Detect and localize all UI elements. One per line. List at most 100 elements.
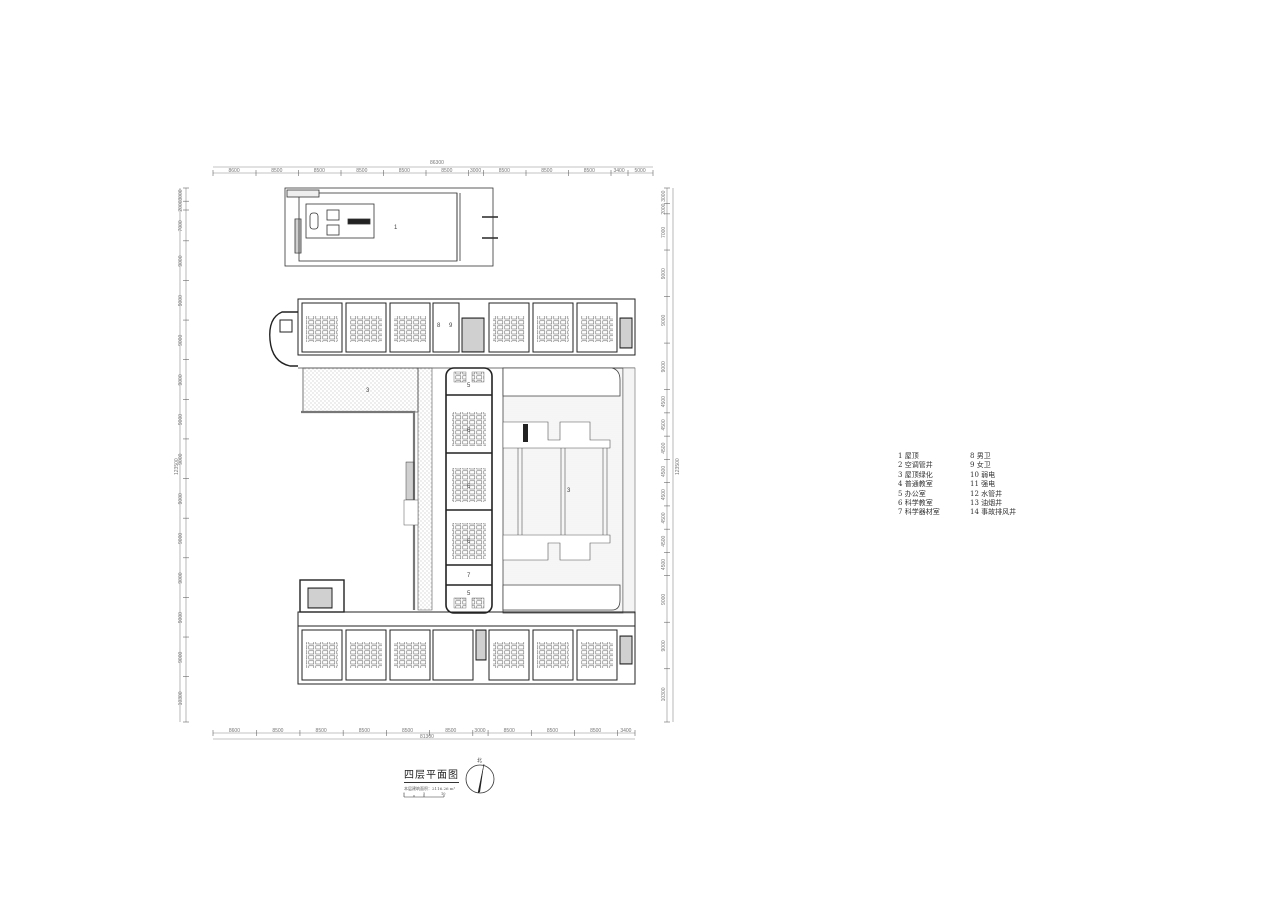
dimension-right-total: 123500 xyxy=(675,458,681,475)
equipment-room-label: 7 xyxy=(467,573,471,579)
north-wing xyxy=(269,298,636,369)
science-spine xyxy=(445,367,493,614)
dimension-segment: 9000 xyxy=(661,640,667,651)
floor-area-note: 本层建筑面积：2116.26 m² xyxy=(404,786,456,791)
dimension-segment: 4500 xyxy=(661,559,667,570)
dimension-segment: 8500 xyxy=(499,168,510,174)
legend-item: 3 屋顶绿化 xyxy=(898,470,933,479)
dimension-segment: 3400 xyxy=(620,728,631,734)
dimension-segment: 9000 xyxy=(661,594,667,605)
dimension-segment: 2000 xyxy=(661,203,667,214)
legend-item: 4 普通教室 xyxy=(898,480,933,489)
legend-item: 2 空调管井 xyxy=(898,461,933,470)
green-roof-east-label: 3 xyxy=(567,488,571,494)
green-roof-west xyxy=(301,367,433,611)
dimension-segment: 3000 xyxy=(470,168,481,174)
dimension-segment: 4500 xyxy=(661,535,667,546)
roof-label: 1 xyxy=(394,225,398,231)
dimension-segment: 8500 xyxy=(356,168,367,174)
dimension-top xyxy=(213,166,653,174)
dimension-top-total: 86300 xyxy=(430,160,444,166)
dimension-segment: 8500 xyxy=(541,168,552,174)
title-block: 四层平面图 本层建筑面积：2116.26 m² xyxy=(404,766,459,792)
dimension-segment: 9000 xyxy=(178,652,184,663)
legend-item: 9 女卫 xyxy=(970,461,991,470)
dimension-segment: 9000 xyxy=(661,314,667,325)
legend-item: 1 屋顶 xyxy=(898,452,919,460)
scale-label-0: 0 xyxy=(403,792,405,796)
dimension-segment: 3000 xyxy=(474,728,485,734)
office-south-label: 5 xyxy=(467,591,471,597)
dimension-segment: 8600 xyxy=(229,728,240,734)
dimension-segment: 9000 xyxy=(661,268,667,279)
north-arrow-icon xyxy=(465,763,495,794)
office-north-label: 5 xyxy=(467,383,471,389)
mens-restroom-label: 8 xyxy=(437,323,441,329)
dimension-segment: 10300 xyxy=(661,687,667,701)
dimension-segment: 9000 xyxy=(178,374,184,385)
dimension-segment: 8500 xyxy=(504,728,515,734)
dimension-segment: 8500 xyxy=(272,728,283,734)
legend-item: 11 强电 xyxy=(970,480,996,489)
dimension-segment: 4500 xyxy=(661,512,667,523)
dimension-segment: 8500 xyxy=(402,728,413,734)
dimension-segment: 4500 xyxy=(661,466,667,477)
dimension-segment: 8500 xyxy=(445,728,456,734)
dimension-right-chain: 3000 2000 7000 9000 9000 9000 4500 4500 4500 4500… xyxy=(661,187,670,723)
dimension-segment: 8500 xyxy=(441,168,452,174)
dimension-segment: 7000 xyxy=(178,220,184,231)
dimension-segment: 4500 xyxy=(661,419,667,430)
dimension-segment: 9000 xyxy=(178,612,184,623)
dimension-segment: 3400 xyxy=(614,168,625,174)
roof-block xyxy=(284,187,498,267)
scale-label-5: 5 xyxy=(423,792,425,796)
scale-label-10: 10 xyxy=(441,792,445,796)
legend-item: 5 办公室 xyxy=(898,489,926,498)
green-roof-west-label: 3 xyxy=(366,388,370,394)
dimension-segment: 8500 xyxy=(314,168,325,174)
drawing-title: 四层平面图 xyxy=(404,766,459,783)
south-wing xyxy=(297,579,636,685)
dimension-segment: 8500 xyxy=(547,728,558,734)
dimension-left-total: 123500 xyxy=(174,458,180,475)
science-classroom-2-label: 6 xyxy=(467,484,471,490)
dimension-segment: 8500 xyxy=(316,728,327,734)
dimension-segment: 4500 xyxy=(661,489,667,500)
science-classroom-1-label: 6 xyxy=(467,428,471,434)
dimension-right xyxy=(666,188,674,722)
legend-column-right: 8 男卫 9 女卫 10 弱电 11 强电 12 水管井 13 油烟井 14 事… xyxy=(970,452,1016,518)
dimension-segment: 2000 xyxy=(178,200,184,211)
dimension-segment: 9000 xyxy=(661,361,667,372)
dimension-segment: 8600 xyxy=(229,168,240,174)
dimension-segment: 9000 xyxy=(178,295,184,306)
dimension-segment: 3000 xyxy=(661,190,667,201)
dimension-segment: 3000 xyxy=(178,189,184,200)
legend-item: 12 水管井 xyxy=(970,489,1003,498)
legend-item: 14 事故排风井 xyxy=(970,508,1017,517)
dimension-segment: 8500 xyxy=(590,728,601,734)
science-classroom-3-label: 6 xyxy=(467,539,471,545)
dimension-segment: 9000 xyxy=(178,335,184,346)
dimension-segment: 4500 xyxy=(661,442,667,453)
legend-item: 10 弱电 xyxy=(970,470,996,479)
legend-item: 6 科学教室 xyxy=(898,499,933,508)
dimension-segment: 8500 xyxy=(271,168,282,174)
legend-item: 7 科学器材室 xyxy=(898,508,940,517)
legend-item: 8 男卫 xyxy=(970,452,991,460)
dimension-segment: 9000 xyxy=(178,453,184,464)
dimension-segment: 9000 xyxy=(178,493,184,504)
dimension-segment: 5000 xyxy=(635,168,646,174)
dimension-segment: 10300 xyxy=(178,691,184,705)
dimension-segment: 7000 xyxy=(661,227,667,238)
green-roof-east xyxy=(502,367,636,614)
dimension-segment: 9000 xyxy=(178,255,184,266)
legend-column-left: 1 屋顶 2 空调管井 3 屋顶绿化 4 普通教室 5 办公室 6 科学教室 7… xyxy=(898,452,940,518)
dimension-segment: 9000 xyxy=(178,414,184,425)
dimension-left xyxy=(179,188,187,722)
legend-item: 13 油烟井 xyxy=(970,499,1003,508)
dimension-segment: 9000 xyxy=(178,572,184,583)
